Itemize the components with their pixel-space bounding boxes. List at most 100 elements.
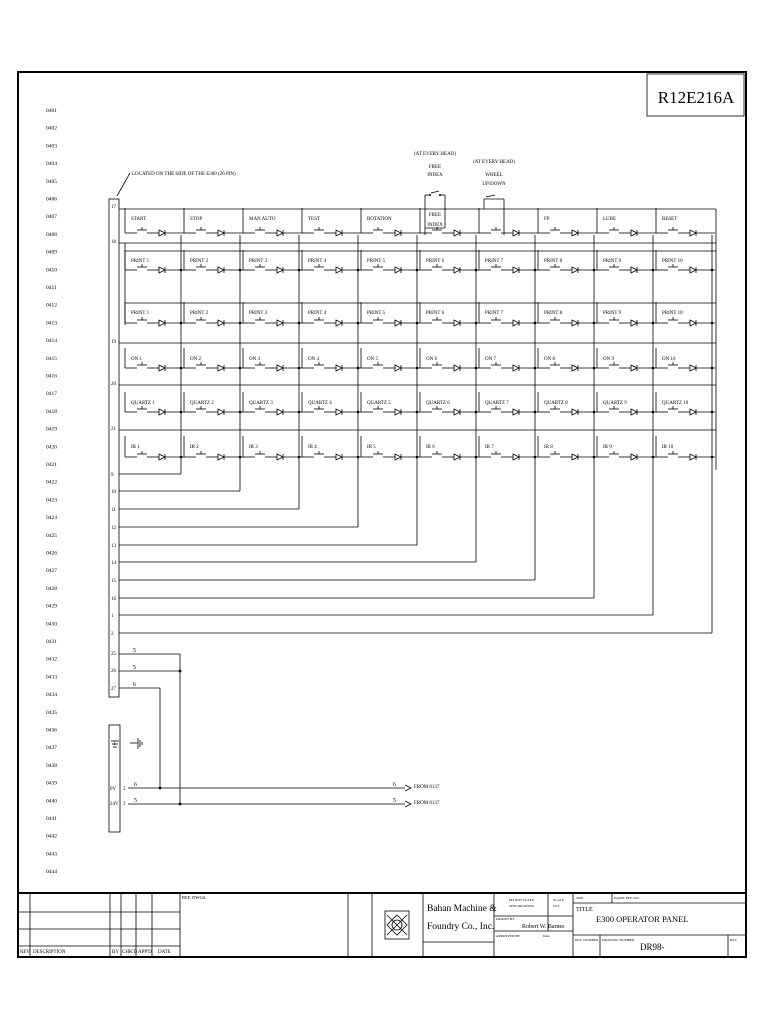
wire-number: 6 [393,782,396,788]
free-index-switch [424,190,446,235]
from-reference-1: FROM 0137 [414,785,440,790]
line-number: 0430 [46,621,57,627]
line-number: 0413 [46,320,57,326]
switch-label: QUARTZ 6 [426,401,450,406]
switch-label: IR 10 [662,445,674,450]
return-wires [119,235,714,634]
pushbutton-diode-icon [360,436,420,461]
wire-number: 5 [133,648,136,654]
line-number: 0403 [46,143,57,149]
line-number: 0427 [46,568,57,574]
free-index-label-1: FREE [429,165,441,170]
junction-dot [158,786,162,790]
wire-number: 6 [134,782,137,788]
appd-header: APP'D [138,950,152,955]
pushbutton-diode-icon [360,392,420,416]
pushbutton-diode-icon [301,348,361,372]
switch-label: TEST [308,217,320,222]
connector-pin-label: 16 [111,597,117,602]
pushbutton-diode-icon [183,208,243,237]
free-index-inner-1: FREE [429,213,441,218]
pushbutton-diode-icon [596,208,656,237]
connector-pin-label: 26 [111,669,117,674]
drawing-id: R12E216A [658,88,735,107]
line-number: 0444 [46,869,57,875]
switch-label: PRINT 1 [131,311,150,316]
line-number: 0418 [46,409,57,415]
connector-pin-label: 17 [111,205,117,210]
connector-pin-label: 19 [111,340,117,345]
switch-label: QUARTZ 7 [485,401,509,406]
switch-label: QUARTZ 3 [249,401,273,406]
pushbutton-diode-icon [478,250,538,274]
switch-label: ON 1 [131,357,142,362]
line-number: 0426 [46,551,57,557]
switch-label: ON 9 [603,357,614,362]
pushbutton-diode-icon [537,208,597,237]
switch-label: QUARTZ 8 [544,401,568,406]
switch-label: QUARTZ 4 [308,401,332,406]
title-label: TITLE [576,907,593,913]
switch-label: IR 9 [603,445,612,450]
line-number: 0434 [46,692,57,698]
pushbutton-diode-icon [478,208,538,237]
line-number: 0401 [46,108,57,114]
connector-pin-label: 12 [111,526,117,531]
switch-label: PRINT 7 [485,311,504,316]
pushbutton-diode-icon [360,250,420,274]
switch-label: PRINT 2 [190,259,209,264]
power-pin-2: 2 [123,787,126,792]
switch-label: QUARTZ 2 [190,401,214,406]
date-label: Date [543,934,550,938]
line-number: 0424 [46,515,57,521]
pushbutton-diode-icon [301,436,361,461]
switch-label: MAN AUTO [249,217,276,222]
connector-pin-label: 9 [111,473,114,478]
line-number: 0425 [46,533,57,539]
switch-label: PRINT 4 [308,311,327,316]
junction-dot [178,802,182,806]
switch-label: PRINT 5 [367,311,386,316]
connector-location-note: LOCATED ON THE SIDE OF THE E300 (26 PIN) [132,172,236,177]
connector-pin-label: 15 [111,579,117,584]
connector-pin-label: 27 [111,687,117,692]
wire-number: 5 [134,798,137,804]
switch-label: PRINT 1 [131,259,150,264]
by-header: BY [112,950,119,955]
switch-label: QUARTZ 9 [603,401,627,406]
line-number: 0416 [46,374,57,380]
at-every-head-note-1: (AT EVERY HEAD) [414,152,456,157]
line-number: 0435 [46,710,57,716]
line-number: 0423 [46,497,57,503]
drawing-title: E300 OPERATOR PANEL [596,914,689,924]
line-number: 0422 [46,480,57,486]
wheel-label-1: WHEEL [485,173,503,178]
switch-label: PRINT 3 [249,311,268,316]
switch-label: PRINT 9 [603,259,622,264]
connector-pin-label: 18 [111,240,117,245]
connector-pin-label: 13 [111,544,117,549]
switch-label: PRINT 9 [603,311,622,316]
power-label-24v: 24V [110,802,119,807]
scale-label: SCALE [553,898,564,902]
switch-label: IR 5 [367,445,376,450]
line-number: 0408 [46,232,57,238]
switch-label: PRINT 3 [249,259,268,264]
date-header: DATE [158,950,171,955]
line-number: 0443 [46,851,57,857]
line-number: 0407 [46,214,57,220]
line-number-column: 0401040204030404040504060407040804090410… [46,108,57,875]
switch-label: LUBE [603,217,616,222]
junction-dot [178,669,182,673]
pushbutton-diode-icon [183,302,243,327]
line-number: 0439 [46,781,57,787]
power-pin-3: 3 [123,802,126,807]
switch-label: PRINT 2 [190,311,209,316]
connector-26-pin [108,198,120,698]
line-number: 0441 [46,816,57,822]
company-logo-icon [384,910,410,940]
pushbutton-diode-icon [537,348,597,372]
switch-label: PRINT 5 [367,259,386,264]
